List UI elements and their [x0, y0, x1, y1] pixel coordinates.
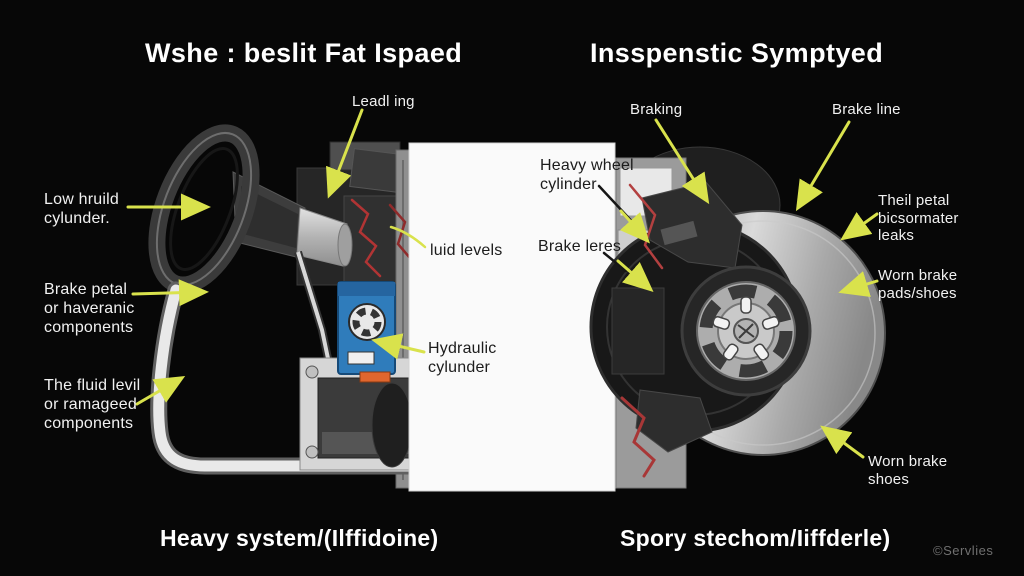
arrow-hydraulic [371, 333, 426, 360]
white-panel [408, 142, 616, 492]
title-right: Insspenstic Symptyed [590, 38, 884, 68]
arrow-brake-leres [616, 259, 654, 292]
annotation-arrows [126, 108, 879, 459]
red-wiring-left [350, 198, 412, 278]
caption-left: Heavy system/(Ilffidoine) [160, 525, 439, 551]
label-fluid-levil: The fluid levil or ramageed components [44, 377, 141, 432]
label-worn-shoes: Worn brake shoes [868, 453, 948, 488]
label-theil-petal: Theil petal bicsormater leaks [878, 192, 959, 244]
lug-slots [712, 296, 780, 361]
arrow-fluid-levil [135, 375, 186, 406]
label-hydraulic: Hydraulic cylunder [428, 340, 497, 376]
arrow-brake-petal [131, 279, 209, 307]
hydraulic-cylinder-unit [337, 281, 396, 383]
tail-luid-levels [389, 225, 427, 249]
label-brake-leres: Brake leres [538, 238, 622, 255]
arrow-heavy-wheel [619, 209, 650, 244]
brake-assembly [589, 146, 886, 489]
brake-caliper-bottom [635, 389, 713, 453]
arrow-worn-pads [838, 271, 879, 297]
label-worn-pads: Worn brake pads/shoes [878, 267, 958, 302]
arrow-worn-shoes [820, 425, 865, 459]
arrow-brake-line [795, 120, 851, 212]
wheel-hub [680, 265, 812, 397]
arrow-braking [654, 118, 710, 205]
label-low-hruild: Low hruild cylunder. [44, 191, 119, 227]
watermark: ©Servlies [933, 543, 994, 558]
label-braking: Braking [630, 101, 683, 118]
label-heavy-wheel: Heavy wheel cylinder [540, 157, 634, 193]
caption-right: Spory stechom/Iiffderle) [620, 525, 891, 551]
arrow-theil-petal [840, 212, 879, 241]
reservoir-canister [371, 382, 413, 468]
red-wiring-right [620, 183, 664, 478]
label-brake-petal: Brake petal or haveranic components [44, 281, 135, 336]
brake-pedal-bracket [150, 250, 477, 475]
orange-marker [359, 371, 391, 383]
label-leadl-ing: Leadl ing [352, 93, 415, 110]
label-luid-levels: luid levels [430, 242, 503, 259]
title-left: Wshe : beslit Fat Ispaed [145, 38, 463, 68]
arrow-leadl-ing [326, 108, 364, 199]
label-brake-line: Brake line [832, 101, 901, 118]
